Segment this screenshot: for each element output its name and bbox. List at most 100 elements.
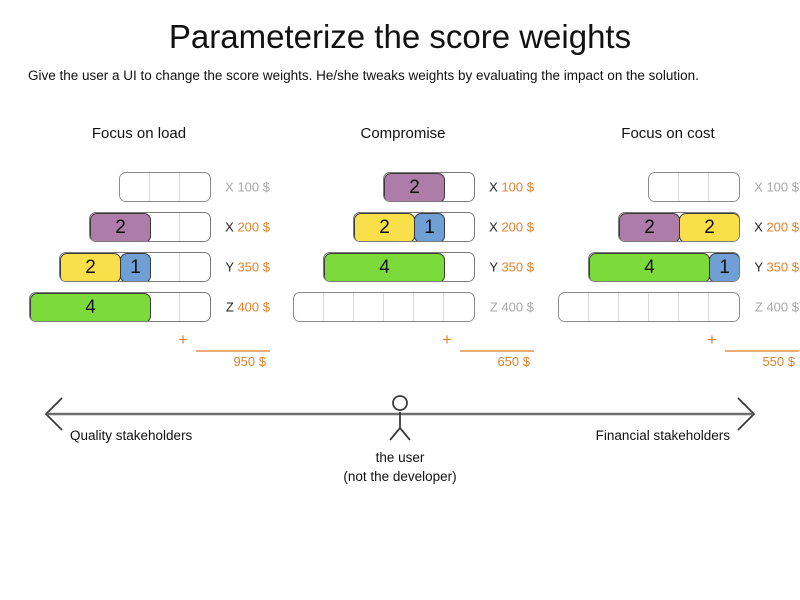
weight-row-label: Y 350 $ bbox=[754, 260, 799, 275]
weight-row-label: Y 350 $ bbox=[489, 260, 534, 275]
weight-cell-empty[interactable] bbox=[444, 293, 474, 321]
weight-cell-empty[interactable] bbox=[619, 293, 649, 321]
weight-cell-empty[interactable] bbox=[180, 213, 210, 241]
stakeholder-spectrum: Quality stakeholders Financial stakehold… bbox=[0, 390, 800, 520]
spectrum-arrow-icon bbox=[44, 395, 756, 441]
weight-bar-track[interactable]: 4 bbox=[29, 292, 211, 322]
weight-row-label: X 100 $ bbox=[754, 180, 799, 195]
weight-cell-empty[interactable] bbox=[444, 173, 474, 201]
caption-line-1: the user bbox=[375, 450, 425, 465]
weight-bar-track[interactable] bbox=[293, 292, 475, 322]
weight-cell-empty[interactable] bbox=[444, 253, 474, 281]
weight-bar-track[interactable] bbox=[648, 172, 740, 202]
weight-cell-empty[interactable] bbox=[294, 293, 324, 321]
weight-segment-green[interactable]: 4 bbox=[30, 293, 151, 321]
weight-segment-green[interactable]: 4 bbox=[324, 253, 445, 281]
weight-segment-green[interactable]: 4 bbox=[589, 253, 710, 281]
weight-row-label: Y 350 $ bbox=[225, 260, 270, 275]
sum-rule bbox=[725, 350, 799, 352]
column-heading: Focus on cost bbox=[621, 125, 715, 142]
weight-segment-yellow[interactable]: 2 bbox=[354, 213, 415, 241]
weight-cell-empty[interactable] bbox=[414, 293, 444, 321]
column-total: + 950 $ bbox=[150, 331, 270, 369]
weight-bar-wrap: 4 bbox=[29, 292, 211, 322]
weight-cell-empty[interactable] bbox=[150, 173, 180, 201]
weight-cell-empty[interactable] bbox=[180, 253, 210, 281]
sum-rule bbox=[460, 350, 534, 352]
weight-cell-empty[interactable] bbox=[679, 293, 709, 321]
caption-line-2: (not the developer) bbox=[343, 469, 457, 484]
weight-row: 4 Y 350 $ bbox=[272, 247, 534, 287]
weight-bar-wrap: 2 bbox=[89, 212, 211, 242]
sum-rule bbox=[196, 350, 270, 352]
weight-bar-track[interactable]: 4 bbox=[323, 252, 475, 282]
row-price: 100 $ bbox=[501, 179, 534, 195]
weight-cell-empty[interactable] bbox=[354, 293, 384, 321]
weight-segment-purple[interactable]: 2 bbox=[90, 213, 151, 241]
weight-cell-empty[interactable] bbox=[589, 293, 619, 321]
weight-segment-blue[interactable]: 1 bbox=[414, 213, 445, 241]
weight-row-label: X 100 $ bbox=[225, 180, 270, 195]
page-title: Parameterize the score weights bbox=[168, 18, 632, 55]
row-price: 350 $ bbox=[237, 259, 270, 275]
weight-segment-purple[interactable]: 2 bbox=[619, 213, 680, 241]
weight-cell-empty[interactable] bbox=[384, 293, 414, 321]
weight-segment-purple[interactable]: 2 bbox=[384, 173, 445, 201]
weight-cell-empty[interactable] bbox=[180, 293, 210, 321]
weight-bar-wrap: 4 bbox=[323, 252, 475, 282]
weight-cell-empty[interactable] bbox=[180, 173, 210, 201]
weight-cell-empty[interactable] bbox=[150, 293, 180, 321]
weight-row-label: Z 400 $ bbox=[755, 300, 799, 315]
weight-bar-track[interactable] bbox=[119, 172, 211, 202]
weight-segment-blue[interactable]: 1 bbox=[709, 253, 739, 281]
weight-bar-track[interactable]: 2 bbox=[89, 212, 211, 242]
weight-cell-empty[interactable] bbox=[649, 173, 679, 201]
weight-cell-empty[interactable] bbox=[709, 173, 739, 201]
spectrum-label-right: Financial stakeholders bbox=[595, 428, 730, 443]
row-key: Y bbox=[754, 259, 767, 275]
row-key: Y bbox=[225, 259, 238, 275]
row-price: 400 $ bbox=[237, 299, 270, 315]
weight-bar-track[interactable] bbox=[558, 292, 740, 322]
weight-row: X 100 $ bbox=[8, 167, 270, 207]
weight-cell-empty[interactable] bbox=[649, 293, 679, 321]
row-key: X bbox=[225, 219, 238, 235]
column-total: + 550 $ bbox=[679, 331, 799, 369]
weight-bar-track[interactable]: 2 bbox=[383, 172, 475, 202]
weight-segment-blue[interactable]: 1 bbox=[120, 253, 151, 281]
page-subtitle: Give the user a UI to change the score w… bbox=[28, 68, 699, 83]
weight-row: X 100 $ bbox=[537, 167, 799, 207]
weight-segment-yellow[interactable]: 2 bbox=[60, 253, 121, 281]
weight-cell-empty[interactable] bbox=[559, 293, 589, 321]
row-price: 400 $ bbox=[501, 299, 534, 315]
total-value: 950 $ bbox=[233, 354, 266, 369]
weight-cell-empty[interactable] bbox=[679, 173, 709, 201]
weight-cell-empty[interactable] bbox=[324, 293, 354, 321]
spectrum-label-left: Quality stakeholders bbox=[70, 428, 193, 443]
weight-segment-yellow[interactable]: 2 bbox=[679, 213, 739, 241]
row-key: Y bbox=[489, 259, 502, 275]
row-key: X bbox=[489, 219, 502, 235]
weight-cell-empty[interactable] bbox=[709, 293, 739, 321]
weight-cell-empty[interactable] bbox=[150, 213, 180, 241]
plus-symbol: + bbox=[442, 330, 452, 349]
weight-row-label: Z 400 $ bbox=[490, 300, 534, 315]
weight-bar-wrap bbox=[558, 292, 740, 322]
weight-cell-empty[interactable] bbox=[150, 253, 180, 281]
weight-cell-empty[interactable] bbox=[120, 173, 150, 201]
weight-cell-empty[interactable] bbox=[444, 213, 474, 241]
